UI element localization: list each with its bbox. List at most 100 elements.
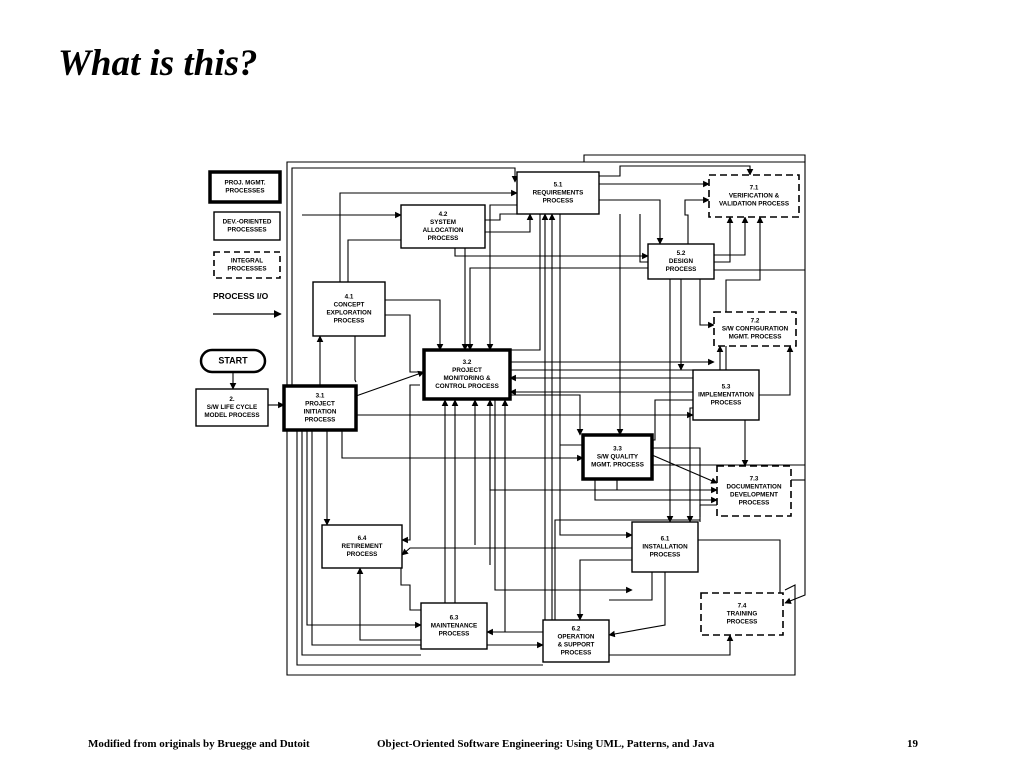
process-box-p41 [312, 281, 386, 337]
process-io-arrow [341, 430, 584, 462]
process-p64-line: PROCESS [347, 551, 378, 558]
process-p63-line: PROCESS [439, 631, 470, 638]
process-p62-line: PROCESS [561, 650, 592, 657]
process-io-arrow [489, 450, 717, 491]
process-p51-line: 5.1 [554, 182, 563, 189]
page-number: 19 [907, 738, 918, 750]
process-io-arrow [485, 213, 534, 233]
process-box-p52 [647, 243, 715, 280]
process-p73-line: PROCESS [739, 500, 770, 507]
process-p41-line: 4.1 [345, 294, 354, 301]
process-p52-line: 5.2 [677, 250, 686, 257]
process-io-arrow [400, 568, 421, 611]
process-io-arrow [510, 214, 541, 351]
process-p31-line: PROCESS [305, 417, 336, 424]
process-p51-line: PROCESS [543, 198, 574, 205]
process-box-p74 [700, 592, 784, 636]
process-p2-line: 2. [229, 396, 235, 403]
process-io-arrow [698, 539, 784, 604]
process-p71-line: VALIDATION PROCESS [719, 201, 789, 208]
process-p32-line: 3.2 [463, 359, 472, 366]
process-io-arrow [385, 314, 420, 373]
process-io-arrow [466, 267, 648, 351]
legend-dev-oriented-line: PROCESSES [227, 227, 266, 234]
process-p51-line: REQUIREMENTS [533, 190, 584, 197]
process-io-arrow [725, 216, 764, 370]
process-p61-line: INSTALLATION [642, 544, 688, 551]
process-io-arrow [699, 504, 717, 522]
process-io-arrow [385, 299, 444, 351]
process-p2-line: S/W LIFE CYCLE [207, 404, 257, 411]
legend-proj-mgmt: PROJ. MGMT.PROCESSES [208, 170, 282, 204]
process-io-arrow [639, 214, 648, 263]
process-p53-line: IMPLEMENTATION [698, 392, 754, 399]
legend-integral-line: INTEGRAL [231, 258, 263, 265]
process-p72-line: MGMT. PROCESS [729, 334, 782, 341]
process-p71-line: 7.1 [750, 185, 759, 192]
process-io-arrow [576, 559, 632, 621]
process-io-arrow [306, 430, 422, 629]
slide-title: What is this? [58, 43, 258, 84]
process-io-arrow [356, 567, 421, 641]
start-label: START [218, 355, 248, 365]
process-p63-line: MAINTENANCE [431, 623, 478, 630]
process-box-p32 [422, 348, 512, 401]
process-io-arrow [401, 547, 632, 556]
legend-proj-mgmt-line: PROCESSES [225, 188, 264, 195]
process-io-arrow [347, 239, 401, 282]
process-p33-line: S/W QUALITY [597, 454, 639, 461]
process-p63-line: 6.3 [450, 615, 459, 622]
process-p53-line: 5.3 [722, 384, 731, 391]
process-io-arrow [699, 279, 715, 329]
process-p71-line: VERIFICATION & [729, 193, 780, 200]
process-io-arrow [454, 248, 649, 260]
process-p32-line: MONITORING & [443, 375, 491, 382]
process-box-p73 [716, 465, 792, 517]
process-p73-line: DEVELOPMENT [730, 492, 778, 499]
process-io-arrow [652, 399, 693, 441]
process-io-arrow [355, 370, 425, 397]
process-p42-line: SYSTEM [430, 219, 456, 226]
process-p53-line: PROCESS [711, 400, 742, 407]
start-node: START [199, 348, 267, 374]
process-io-arrow [286, 430, 796, 676]
process-io-arrow [291, 167, 519, 430]
legend-integral-line: PROCESSES [227, 266, 266, 273]
process-io-arrow [510, 345, 724, 371]
process-io-arrow [759, 345, 794, 396]
process-io-arrow [554, 519, 700, 620]
process-io-arrow [510, 394, 584, 436]
process-box-p61 [631, 521, 699, 573]
process-p61-line: 6.1 [661, 536, 670, 543]
process-io-arrow [684, 196, 710, 244]
process-io-arrow [301, 430, 421, 656]
process-io-arrow [599, 199, 664, 245]
process-io-arrow [486, 204, 517, 351]
process-io-arrow [714, 216, 749, 256]
process-box-p51 [516, 171, 600, 215]
process-io-arrow [296, 430, 543, 666]
process-p31-line: PROJECT [305, 401, 335, 408]
process-p33-line: MGMT. PROCESS [591, 462, 644, 469]
legend-dev-oriented-line: DEV.-ORIENTED [223, 219, 272, 226]
process-p73-line: DOCUMENTATION [726, 484, 781, 491]
process-box-p71 [708, 174, 800, 218]
process-io-arrow [686, 407, 694, 523]
process-p41-line: CONCEPT [334, 302, 365, 309]
process-box-p62 [542, 619, 610, 663]
process-p62-line: 6.2 [572, 626, 581, 633]
process-p31-line: 3.1 [316, 393, 325, 400]
process-p62-line: & SUPPORT [558, 642, 595, 649]
process-p61-line: PROCESS [650, 552, 681, 559]
